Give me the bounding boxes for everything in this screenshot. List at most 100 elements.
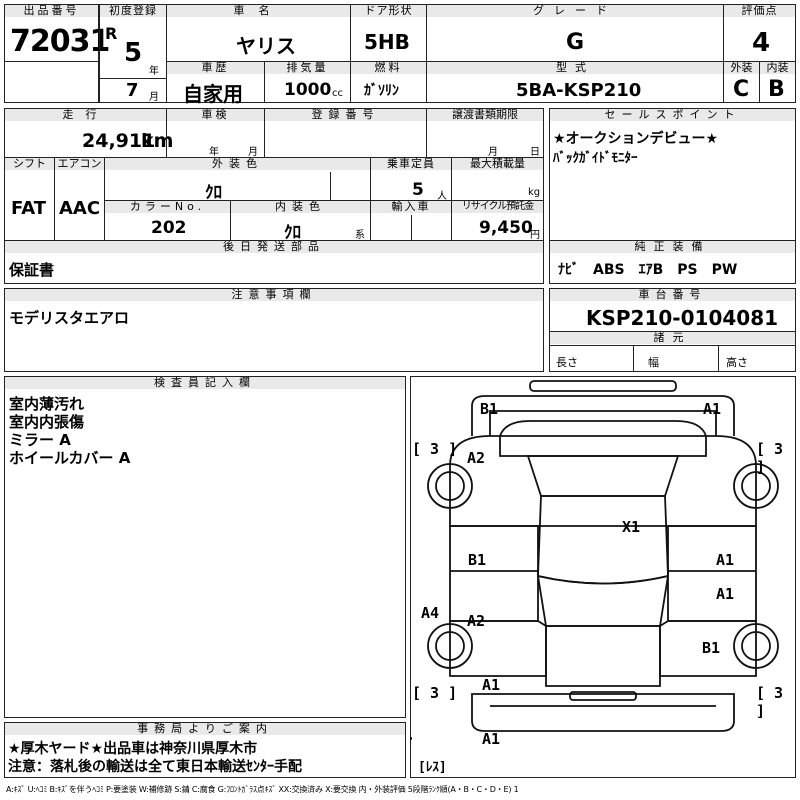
car-name: ヤリス bbox=[236, 34, 296, 58]
transfer-day-unit: 日 bbox=[530, 147, 540, 158]
reg-header: 初度登録 bbox=[100, 5, 166, 17]
ac: AAC bbox=[59, 198, 101, 219]
int-grade-cell bbox=[759, 61, 796, 103]
mark-a1-top: A1 bbox=[703, 400, 722, 418]
sales-line-2: ﾊﾞｯｸｶﾞｲﾄﾞﾓﾆﾀｰ bbox=[553, 151, 638, 166]
equipment: ﾅﾋﾞ ABS ｴｱB PS PW bbox=[558, 262, 738, 278]
colorno: 202 bbox=[151, 218, 187, 238]
mark-a1-right-1: A1 bbox=[716, 551, 735, 569]
notes-cell bbox=[4, 288, 544, 372]
intcolor-unit: 系 bbox=[355, 230, 365, 241]
mileage-header: 走行 bbox=[5, 109, 166, 121]
inspect-header: 車検 bbox=[167, 109, 264, 121]
mark-a1-right-2: A1 bbox=[716, 585, 735, 603]
int-grade: B bbox=[768, 77, 785, 102]
score: 4 bbox=[752, 28, 771, 58]
reg-era: R bbox=[105, 24, 118, 43]
model: 5BA-KSP210 bbox=[516, 80, 642, 101]
recycle: 9,450 bbox=[479, 218, 533, 238]
reg-month-unit: 月 bbox=[149, 92, 159, 103]
inspector-cell bbox=[4, 376, 406, 718]
office-cell bbox=[4, 722, 406, 778]
later-parts-header: 後日発送部品 bbox=[5, 241, 543, 253]
lot-header: 出品番号 bbox=[5, 5, 98, 17]
history: 自家用 bbox=[183, 82, 243, 106]
ext-grade: C bbox=[733, 77, 750, 102]
later-parts-cell bbox=[4, 240, 544, 284]
mark-a1-bottom-left: A1 bbox=[482, 676, 501, 694]
recycle-header: リサイクル預託金 bbox=[452, 201, 543, 213]
chassis-header: 車台番号 bbox=[550, 289, 795, 301]
score-header: 評価点 bbox=[724, 5, 795, 17]
disp-unit: cc bbox=[332, 88, 343, 99]
sales-header: セールスポイント bbox=[550, 109, 795, 121]
color-header: 外装色 bbox=[105, 158, 370, 170]
inspector-line-1: 室内薄汚れ bbox=[9, 395, 85, 413]
displacement: 1000 bbox=[284, 80, 332, 100]
dim-height: 高さ bbox=[726, 356, 748, 369]
intcolor: ｸﾛ bbox=[284, 223, 301, 243]
office-header: 事務局よりご案内 bbox=[5, 723, 405, 735]
dim-width: 幅 bbox=[648, 356, 659, 369]
inspect-year-unit: 年 bbox=[209, 147, 219, 158]
sales-line-1: ★オークションデビュー★ bbox=[553, 131, 719, 147]
load-unit: kg bbox=[528, 187, 541, 198]
tire-rear-right: [ 3 ] bbox=[756, 684, 784, 720]
shift: FAT bbox=[11, 198, 47, 219]
notes-header: 注意事項欄 bbox=[5, 289, 543, 301]
tire-spare: [ﾚｽ] bbox=[418, 760, 447, 775]
mileage-unit: km bbox=[141, 130, 174, 152]
inspector-line-3: ミラー A bbox=[9, 431, 71, 449]
mark-b1-right: B1 bbox=[702, 639, 721, 657]
inspector-line-4: ホイールカバー A bbox=[9, 449, 131, 467]
mileage: 24,911 bbox=[82, 130, 156, 152]
equipment-cell bbox=[549, 240, 796, 284]
inspect-month-unit: 月 bbox=[248, 147, 258, 158]
grade: G bbox=[566, 30, 585, 55]
mark-b1-left: B1 bbox=[468, 551, 487, 569]
shift-header: シフト bbox=[5, 158, 54, 170]
later-parts: 保証書 bbox=[9, 261, 55, 279]
intcolor-header: 内装色 bbox=[231, 201, 370, 213]
reg-year-unit: 年 bbox=[149, 66, 159, 77]
door-header: ドア形状 bbox=[351, 5, 426, 17]
model-header: 型式 bbox=[427, 62, 723, 74]
mark-x1: X1 bbox=[622, 518, 641, 536]
inspector-line-2: 室内内張傷 bbox=[9, 413, 85, 431]
car-diagram-cell bbox=[410, 376, 796, 778]
fuel-header: 燃料 bbox=[351, 62, 426, 74]
tire-rear-left: [ 3 ] bbox=[412, 684, 458, 702]
equipment-header: 純正装備 bbox=[550, 241, 795, 253]
sales-cell bbox=[549, 108, 796, 241]
mark-a2-low: A2 bbox=[467, 612, 486, 630]
chassis-cell bbox=[549, 288, 796, 372]
mark-a2-left: A2 bbox=[467, 449, 486, 467]
import-header: 輸入車 bbox=[371, 201, 451, 213]
fuel: ｶﾞｿﾘﾝ bbox=[364, 83, 399, 99]
colorno-header: カラーNo. bbox=[105, 201, 230, 213]
inspector-header: 検査員記入欄 bbox=[5, 377, 405, 389]
int-grade-header: 内装 bbox=[760, 62, 795, 74]
color: ｸﾛ bbox=[205, 183, 222, 203]
name-header: 車名 bbox=[167, 5, 350, 17]
lot-number: 72031 bbox=[10, 24, 110, 59]
ac-header: エアコン bbox=[55, 158, 104, 170]
dim-length: 長さ bbox=[556, 356, 578, 369]
disp-header: 排気量 bbox=[265, 62, 350, 74]
regno-header: 登録番号 bbox=[265, 109, 426, 121]
chassis-number: KSP210-0104081 bbox=[586, 306, 779, 330]
door-type: 5HB bbox=[364, 30, 410, 54]
tire-front-left: [ 3 ] bbox=[412, 440, 458, 458]
dims-header: 諸元 bbox=[550, 332, 795, 344]
load-header: 最大積載量 bbox=[452, 158, 543, 170]
mark-a4: A4 bbox=[421, 604, 440, 622]
office-line-1: ★厚木ヤード★出品車は神奈川県厚木市 bbox=[8, 741, 258, 757]
history-header: 車歴 bbox=[167, 62, 264, 74]
grade-header: グレード bbox=[427, 5, 723, 17]
mark-b1-top: B1 bbox=[480, 400, 499, 418]
reg-year: 5 bbox=[124, 38, 143, 68]
transfer-month-unit: 月 bbox=[488, 147, 498, 158]
mark-a1-rear: A1 bbox=[482, 730, 501, 748]
car-diagram bbox=[410, 380, 779, 740]
notes: モデリスタエアロ bbox=[9, 309, 130, 327]
